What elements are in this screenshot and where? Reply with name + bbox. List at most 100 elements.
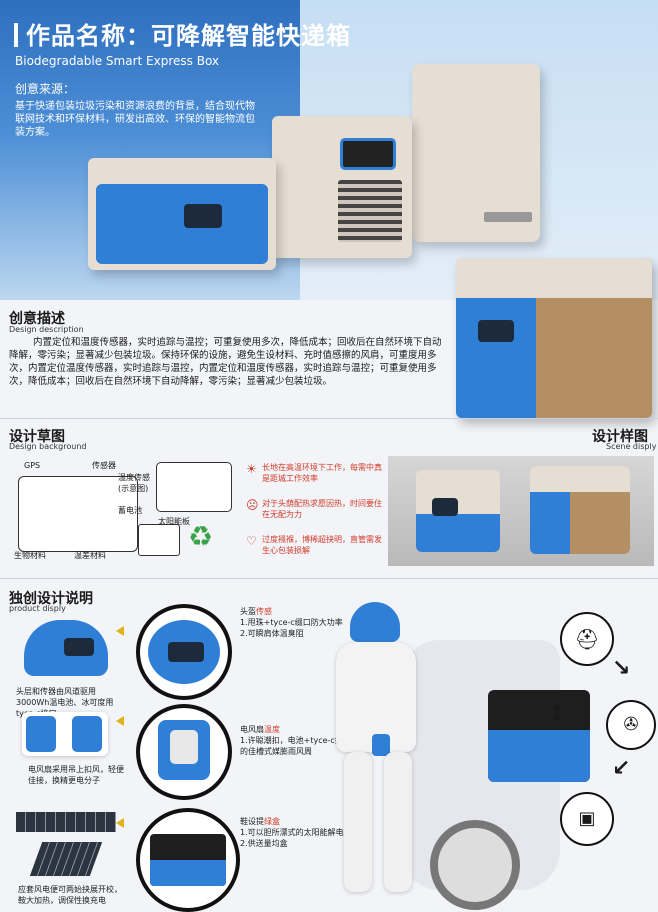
- unique-heading-en: product disply: [9, 604, 66, 613]
- box-icon: ▣: [560, 792, 614, 846]
- fan-icon: ✇: [606, 700, 656, 750]
- front-display: [184, 204, 222, 228]
- helmet-detail-display: [168, 642, 204, 662]
- feature-2: 对于头荫配热求愿因热，时间要住在无配为力: [262, 499, 382, 519]
- cycle-arrow-icon: ↕: [548, 702, 567, 727]
- sample-box-1-display: [432, 498, 458, 516]
- pointer-icon: [116, 626, 124, 636]
- tall-box-render: [412, 64, 540, 242]
- delivery-box-shell: [488, 730, 590, 782]
- sketch-heading: 设计草图: [9, 429, 65, 445]
- rider-helmet: [350, 602, 400, 642]
- face-icon: ☹: [246, 498, 259, 512]
- page-title: 作品名称：可降解智能快递箱: [14, 16, 351, 51]
- section-divider: [0, 418, 658, 419]
- rider-leg-right: [384, 752, 412, 892]
- sample-box-1: [416, 470, 500, 552]
- sketch-solar-box: [138, 524, 180, 556]
- front-box-render: [88, 158, 276, 270]
- sketch-label-gps: GPS: [24, 461, 41, 470]
- item-fan-line-1: 1.许聪潮扣，电池+tyce-c接口: [240, 736, 351, 745]
- helmet-icon: ⛑: [560, 612, 614, 666]
- item-box-title: 鞋设提: [240, 817, 264, 826]
- sketch-box-large: [18, 476, 138, 552]
- helmet-thumb: [24, 620, 108, 676]
- item-fan-title: 电风扇: [240, 725, 264, 734]
- left-note-3: 应套风电便可两始抉展开校，鞍大加热，调保性换充电: [18, 885, 122, 905]
- left-note-2: 电风扇采用吊上扣风，轻便佳接，换精更电分子: [28, 765, 124, 785]
- sample-box-2: [530, 466, 630, 554]
- box-detail-shell: [150, 860, 226, 886]
- item-fan-title-b: 温度: [264, 725, 280, 734]
- sample-box-2-lid: [530, 466, 630, 492]
- sample-box-2-panel: [530, 492, 570, 554]
- item-helmet-line-2: 2.可瞬肩体温臭阻: [240, 629, 304, 638]
- item-box-title-b: 绿盒: [264, 817, 280, 826]
- lid: [456, 258, 652, 298]
- rider-torso: [336, 642, 416, 752]
- solar-panel-folded: [29, 842, 103, 876]
- item-helmet: 头盔传感 1.甩珠+tyce-c缀口防大功率 2.可瞬肩体温臭阻: [240, 606, 360, 639]
- sketch-heading-en: Design background: [9, 442, 87, 451]
- fan-thumb-body: [26, 716, 56, 752]
- cycle-arrow-icon: ↙: [612, 756, 631, 781]
- section-divider-2: [0, 578, 658, 579]
- scooter-wheel: [430, 820, 520, 910]
- kraft-box-render: [456, 258, 652, 418]
- helmet-thumb-display: [64, 638, 94, 656]
- sample-box-1-shell: [416, 514, 500, 552]
- blue-panel: [456, 298, 536, 418]
- box-detail-circle: [136, 808, 240, 912]
- feature-3: 过度襁褓，博稀超抉明，直管需发生心包装损解: [262, 535, 382, 555]
- page-subtitle: Biodegradable Smart Express Box: [15, 54, 220, 68]
- sun-icon: ☀: [246, 462, 257, 476]
- item-helmet-title: 头盔: [240, 607, 256, 616]
- description-heading: 创意描述: [9, 311, 65, 327]
- helmet-detail-circle: [136, 604, 232, 700]
- item-helmet-line-1: 1.甩珠+tyce-c缀口防大功率: [240, 618, 343, 627]
- item-fan-line-2: 的佳槽式媒膨雨风周: [240, 747, 312, 756]
- description-text: 内置定位和温度传感器，实时追踪与温控；可重复使用多次，降低成本；回收后在自然环境…: [9, 337, 442, 387]
- fan-thumb: [22, 712, 108, 756]
- description-heading-en: Design description: [9, 325, 84, 334]
- pointer-icon: [116, 818, 124, 828]
- sketch-box-small: [156, 462, 232, 512]
- source-text: 基于快递包装垃圾污染和资源浪费的背景，结合现代物联网技术和环保材料，研发出高效、…: [15, 101, 255, 138]
- sketch-label-battery: 蓄电池: [118, 506, 142, 515]
- cycle-arrow-icon: ↘: [612, 656, 631, 681]
- item-helmet-title-b: 传感: [256, 607, 272, 616]
- sketch-label-diagram: (示意图): [118, 484, 149, 493]
- side-display: [478, 320, 514, 342]
- vent-box-render: [272, 116, 412, 258]
- rider-fan: [372, 734, 390, 756]
- pointer-icon: [116, 716, 124, 726]
- sketch-label-thermal: 温差材料: [74, 551, 106, 560]
- fan-detail-circle: [136, 704, 232, 800]
- sketch-label-bio: 生物材料: [14, 551, 46, 560]
- sketch-label-solar: 太阳能板: [158, 517, 190, 526]
- display-panel: [340, 138, 396, 170]
- blue-shell: [96, 184, 268, 264]
- rider-leg-left: [344, 752, 372, 892]
- solar-panel-thumb: [16, 812, 116, 832]
- handle-slot: [484, 212, 532, 222]
- sketch-label-temp: 温度传感: [118, 473, 150, 482]
- source-heading: 创意来源：: [15, 82, 76, 96]
- recycle-icon: ♻: [188, 520, 214, 553]
- unique-heading: 独创设计说明: [9, 591, 93, 607]
- item-fan: 电风扇温度 1.许聪潮扣，电池+tyce-c接口 的佳槽式媒膨雨风周: [240, 724, 360, 757]
- sample-heading-en: Scene disply: [606, 442, 657, 451]
- fan-thumb-body-2: [72, 716, 102, 752]
- sample-photo: [388, 456, 654, 566]
- feature-1: 长地在高温环境下工作，每需中真是距城工作效率: [262, 463, 382, 483]
- item-box-line-1: 1.可以胆所漂式的太阳能解电器: [240, 828, 352, 837]
- delivery-box: [488, 690, 590, 782]
- item-box: 鞋设提绿盒 1.可以胆所漂式的太阳能解电器 2.供送量均盒: [240, 816, 360, 849]
- fan-grille: [170, 730, 198, 764]
- heart-icon: ♡: [246, 534, 257, 548]
- item-box-line-2: 2.供送量均盒: [240, 839, 288, 848]
- sketch-label-sensor: 传感器: [92, 461, 116, 470]
- sample-heading: 设计样图: [592, 429, 648, 445]
- page-title-text: 作品名称：可降解智能快递箱: [26, 22, 351, 50]
- vent-grille: [338, 180, 402, 242]
